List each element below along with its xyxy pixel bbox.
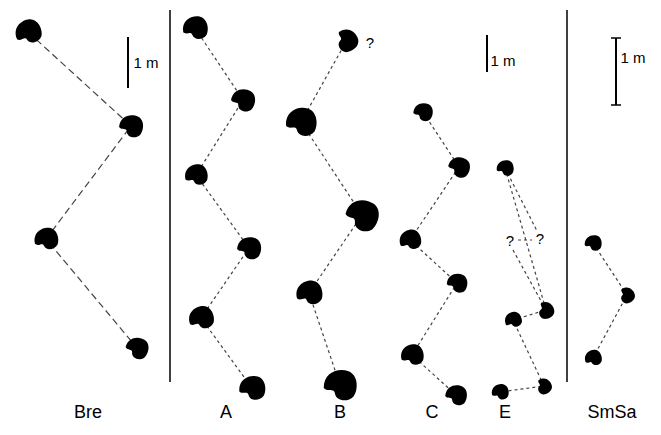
footprint	[536, 300, 556, 321]
scale-bar	[128, 37, 129, 88]
trackway-name: A	[219, 403, 233, 421]
footprint	[444, 383, 469, 406]
uncertain-mark: ?	[535, 231, 545, 246]
trackway-name: SmSa	[586, 403, 637, 421]
step-line	[513, 250, 546, 310]
footprint	[118, 113, 145, 139]
footprint	[491, 383, 509, 400]
footprint	[186, 304, 216, 333]
footprint	[236, 235, 263, 261]
footprint	[534, 376, 555, 397]
footprint	[239, 376, 265, 400]
step-line	[500, 168, 546, 392]
footprint	[183, 163, 209, 187]
step-line	[505, 168, 537, 231]
scale-bar	[487, 35, 488, 72]
scale-label: 1 m	[132, 55, 159, 70]
footprint	[399, 343, 425, 367]
footprint	[583, 348, 603, 367]
footprint	[33, 226, 60, 252]
step-line	[28, 32, 137, 348]
scale-label: 1 m	[489, 53, 516, 68]
footprint	[333, 25, 362, 55]
footprint	[503, 310, 524, 330]
footprint	[446, 154, 473, 180]
panel-divider	[566, 10, 568, 382]
footprint	[286, 108, 317, 136]
footprint	[12, 16, 45, 47]
footprint	[123, 334, 151, 361]
footprint	[412, 102, 434, 123]
uncertain-mark: ?	[365, 35, 375, 50]
trackway-name: B	[333, 403, 347, 421]
footprint	[323, 368, 358, 401]
footprint	[446, 272, 469, 294]
step-line	[195, 28, 252, 388]
footprint	[294, 279, 324, 307]
trackway-name: Bre	[73, 403, 103, 421]
scale-label: 1 m	[619, 50, 646, 65]
step-line	[518, 239, 532, 240]
footprint	[342, 195, 383, 235]
trackway-name: E	[498, 403, 512, 421]
uncertain-mark: ?	[505, 233, 515, 248]
footprint	[617, 285, 638, 306]
scale-bar	[611, 38, 621, 105]
footprint	[229, 86, 258, 113]
footprint	[497, 160, 514, 176]
trackway-name: C	[425, 403, 440, 421]
footprint	[182, 15, 209, 40]
footprint	[397, 228, 423, 253]
footprint	[585, 235, 602, 251]
panel-divider	[169, 10, 171, 382]
